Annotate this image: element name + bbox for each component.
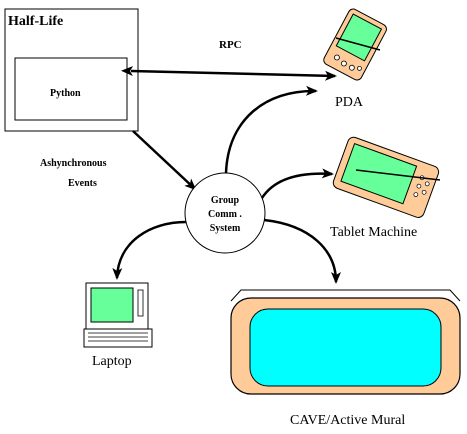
cave-display: CAVE/Active Mural xyxy=(230,289,461,428)
cave-label: CAVE/Active Mural xyxy=(290,413,405,428)
arrow-to-cave xyxy=(263,218,341,284)
rpc-arrow xyxy=(121,66,337,81)
group-comm-line2: Comm . xyxy=(208,209,242,220)
async-events-arrow xyxy=(132,130,197,191)
pda-device: PDA xyxy=(323,8,387,110)
async-events-label-line2: Events xyxy=(68,178,97,189)
tablet-label: Tablet Machine xyxy=(330,225,417,240)
tablet-device: Tablet Machine xyxy=(330,136,441,240)
laptop-device: Laptop xyxy=(83,282,153,369)
rpc-label: RPC xyxy=(219,39,242,51)
arrow-to-tablet xyxy=(260,168,334,199)
group-comm-line3: System xyxy=(210,223,241,234)
half-life-label: Half-Life xyxy=(8,14,63,29)
group-comm-line1: Group xyxy=(211,195,240,206)
laptop-label: Laptop xyxy=(92,354,132,369)
async-events-label-line1: Ashynchronous xyxy=(40,158,107,169)
tablet-stylus xyxy=(355,169,441,181)
python-label: Python xyxy=(50,88,81,99)
pda-label: PDA xyxy=(335,95,364,110)
group-comm-system-node: Group Comm . System xyxy=(184,172,266,254)
arrow-to-pda xyxy=(224,85,318,174)
pda-stylus xyxy=(335,37,381,51)
arrow-to-laptop xyxy=(112,220,187,280)
python-box: Python xyxy=(14,57,128,121)
